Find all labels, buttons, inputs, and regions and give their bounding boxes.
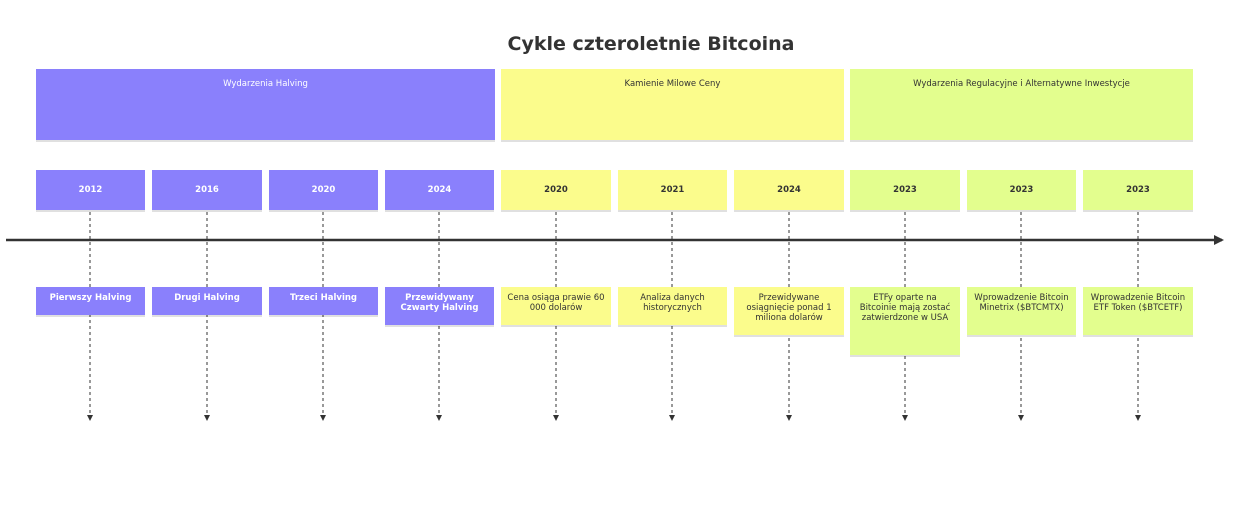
event-box: Wprowadzenie Bitcoin ETF Token ($BTCETF) <box>1083 287 1193 335</box>
event-box: Analiza danych historycznych <box>618 287 727 325</box>
event-box: Pierwszy Halving <box>36 287 145 315</box>
event-text: Przewidywany Czwarty Halving <box>400 293 479 313</box>
diagram-title: Cykle czteroletnie Bitcoina <box>507 33 795 55</box>
period-box: 2021 <box>618 170 727 210</box>
event-box: Wprowadzenie Bitcoin Minetrix ($BTCMTX) <box>967 287 1076 335</box>
period-box: 2023 <box>1083 170 1193 210</box>
period-box: 2024 <box>734 170 844 210</box>
period-box: 2024 <box>385 170 494 210</box>
event-text: Analiza danych historycznych <box>640 293 705 313</box>
period-year: 2023 <box>1126 185 1150 195</box>
period-box: 2012 <box>36 170 145 210</box>
event-box: ETFy oparte na Bitcoinie mają zostać zat… <box>850 287 960 355</box>
section-halving: Wydarzenia Halving <box>36 69 495 140</box>
period-year: 2020 <box>544 185 568 195</box>
section-regulatory: Wydarzenia Regulacyjne i Alternatywne In… <box>850 69 1193 140</box>
period-year: 2012 <box>78 185 103 195</box>
event-text: Wprowadzenie Bitcoin Minetrix ($BTCMTX) <box>974 293 1069 313</box>
period-box: 2020 <box>269 170 378 210</box>
event-text: Trzeci Halving <box>289 293 358 303</box>
section-label: Wydarzenia Regulacyjne i Alternatywne In… <box>913 79 1130 89</box>
event-text: Przewidywane osiągnięcie ponad 1 miliona… <box>746 293 832 323</box>
period-box: 2023 <box>850 170 960 210</box>
period-year: 2023 <box>1009 185 1034 195</box>
event-text: Cena osiąga prawie 60 000 dolarów <box>507 293 605 313</box>
period-year: 2021 <box>660 185 685 195</box>
period-year: 2016 <box>195 185 219 195</box>
period-box: 2023 <box>967 170 1076 210</box>
event-text: Drugi Halving <box>174 293 240 303</box>
section-label: Wydarzenia Halving <box>223 79 308 89</box>
period-year: 2024 <box>427 185 452 195</box>
event-box: Przewidywany Czwarty Halving <box>385 287 494 325</box>
period-year: 2024 <box>777 185 801 195</box>
period-box: 2016 <box>152 170 262 210</box>
event-text: Pierwszy Halving <box>49 293 132 303</box>
period-year: 2020 <box>311 185 336 195</box>
period-year: 2023 <box>893 185 917 195</box>
event-box: Drugi Halving <box>152 287 262 315</box>
section-price-milestones: Kamienie Milowe Ceny <box>501 69 844 140</box>
event-box: Przewidywane osiągnięcie ponad 1 miliona… <box>734 287 844 335</box>
event-text: Wprowadzenie Bitcoin ETF Token ($BTCETF) <box>1090 293 1186 313</box>
event-box: Trzeci Halving <box>269 287 378 315</box>
period-box: 2020 <box>501 170 611 210</box>
event-box: Cena osiąga prawie 60 000 dolarów <box>501 287 611 325</box>
event-text: ETFy oparte na Bitcoinie mają zostać zat… <box>859 293 951 323</box>
section-label: Kamienie Milowe Ceny <box>624 79 721 89</box>
